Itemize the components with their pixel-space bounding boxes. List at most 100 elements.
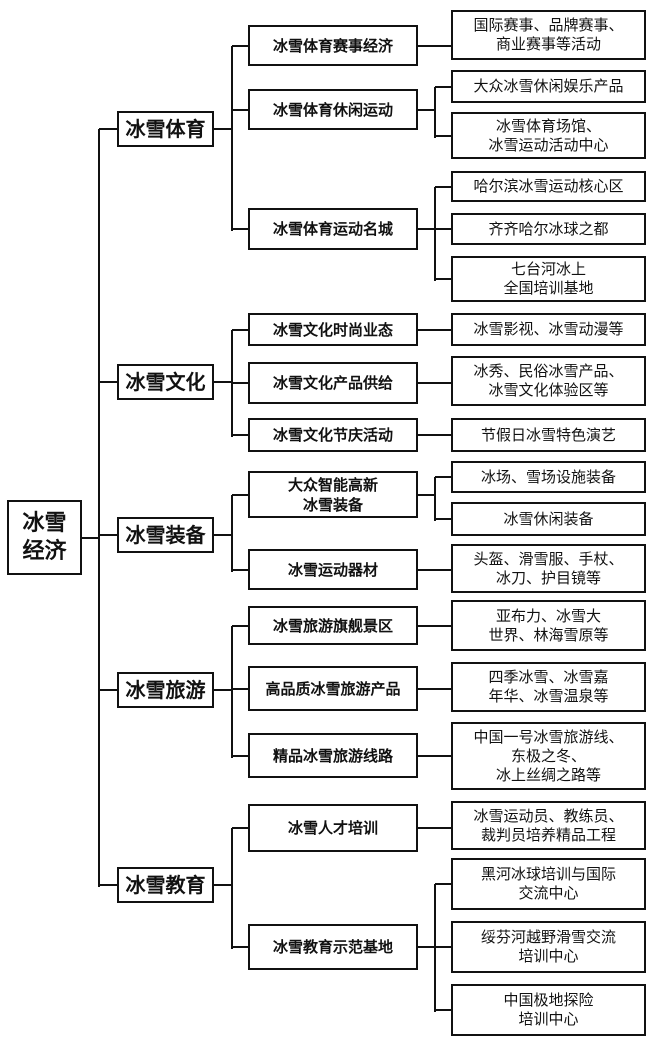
- leaf-node: 大众冰雪休闲娱乐产品: [451, 70, 646, 103]
- connector-line: [99, 884, 117, 886]
- branch-node: 冰雪旅游: [117, 672, 214, 708]
- connector-line: [435, 1009, 451, 1011]
- connector-line: [435, 278, 451, 280]
- leaf-node: 七台河冰上 全国培训基地: [451, 256, 646, 302]
- leaf-node-label: 亚布力、冰雪大 世界、林海雪原等: [488, 606, 609, 644]
- sub-node: 冰雪运动器材: [248, 549, 418, 590]
- connector-line: [435, 134, 451, 137]
- connector-line: [435, 85, 451, 88]
- leaf-node-label: 齐齐哈尔冰球之都: [488, 219, 609, 238]
- connector-line: [418, 382, 451, 384]
- branch-node: 冰雪装备: [117, 517, 214, 553]
- connector-line: [232, 568, 248, 571]
- connector-line: [232, 624, 248, 627]
- branch-node-label: 冰雪装备: [125, 523, 206, 547]
- connector-line: [214, 689, 232, 691]
- connector-line: [418, 228, 435, 230]
- connector-line: [434, 86, 436, 138]
- connector-line: [98, 129, 100, 887]
- sub-node: 冰雪文化节庆活动: [248, 418, 418, 452]
- branch-node: 冰雪体育: [117, 111, 214, 147]
- connector-line: [231, 828, 233, 949]
- connector-line: [418, 328, 451, 331]
- leaf-node: 冰雪运动员、教练员、 裁判员培养精品工程: [451, 801, 646, 850]
- connector-line: [418, 434, 451, 436]
- connector-line: [418, 493, 435, 496]
- connector-line: [435, 228, 451, 230]
- connector-line: [418, 568, 451, 571]
- sub-node-label: 冰雪教育示范基地: [272, 938, 393, 956]
- sub-node-label: 冰雪运动器材: [287, 560, 378, 579]
- connector-line: [231, 329, 233, 437]
- leaf-node-label: 国际赛事、品牌赛事、 商业赛事等活动: [473, 16, 624, 53]
- leaf-node: 冰雪体育场馆、 冰雪运动活动中心: [451, 112, 646, 159]
- branch-node-label: 冰雪旅游: [125, 678, 206, 702]
- connector-line: [418, 624, 451, 627]
- leaf-node: 节假日冰雪特色演艺: [451, 418, 646, 452]
- leaf-node: 冰雪休闲装备: [451, 502, 646, 536]
- sub-node-label: 冰雪体育休闲运动: [272, 100, 393, 119]
- connector-line: [232, 493, 248, 496]
- connector-line: [99, 534, 117, 536]
- connector-line: [99, 689, 117, 691]
- leaf-node: 冰秀、民俗冰雪产品、 冰雪文化体验区等: [451, 356, 646, 406]
- sub-node: 高品质冰雪旅游产品: [248, 666, 418, 711]
- leaf-node: 中国一号冰雪旅游线、 东极之冬、 冰上丝绸之路等: [451, 722, 646, 790]
- sub-node-label: 冰雪旅游旗舰景区: [272, 616, 393, 635]
- connector-line: [435, 185, 451, 188]
- leaf-node-label: 中国极地探险 培训中心: [503, 991, 594, 1028]
- leaf-node-label: 冰雪运动员、教练员、 裁判员培养精品工程: [473, 806, 624, 844]
- connector-line: [434, 477, 436, 521]
- branch-node-label: 冰雪体育: [125, 117, 206, 141]
- connector-line: [82, 536, 99, 539]
- connector-line: [434, 186, 436, 281]
- leaf-node-label: 七台河冰上 全国培训基地: [503, 260, 594, 297]
- leaf-node-label: 黑河冰球培训与国际 交流中心: [480, 865, 616, 902]
- connector-line: [214, 381, 232, 383]
- connector-line: [99, 381, 117, 383]
- connector-line: [214, 534, 232, 536]
- connector-line: [232, 44, 248, 47]
- leaf-node-label: 节假日冰雪特色演艺: [480, 425, 616, 444]
- sub-node: 冰雪人才培训: [248, 804, 418, 852]
- leaf-node-label: 冰秀、民俗冰雪产品、 冰雪文化体验区等: [473, 362, 624, 399]
- sub-node: 冰雪体育休闲运动: [248, 89, 418, 130]
- sub-node: 冰雪旅游旗舰景区: [248, 606, 418, 645]
- connector-line: [435, 518, 451, 520]
- connector-line: [435, 883, 451, 885]
- leaf-node: 国际赛事、品牌赛事、 商业赛事等活动: [451, 10, 646, 60]
- leaf-node: 亚布力、冰雪大 世界、林海雪原等: [451, 600, 646, 651]
- leaf-node-label: 中国一号冰雪旅游线、 东极之冬、 冰上丝绸之路等: [473, 727, 624, 784]
- sub-node: 冰雪文化产品供给: [248, 362, 418, 404]
- connector-line: [435, 946, 451, 948]
- leaf-node-label: 头盔、滑雪服、手杖、 冰刀、护目镜等: [473, 549, 624, 587]
- sub-node-label: 大众智能高新 冰雪装备: [287, 475, 378, 514]
- leaf-node-label: 哈尔滨冰雪运动核心区: [473, 177, 624, 195]
- connector-line: [232, 434, 248, 436]
- connector-line: [214, 884, 232, 886]
- connector-line: [232, 228, 248, 230]
- connector-line: [434, 884, 436, 1012]
- sub-node-label: 冰雪文化时尚业态: [272, 320, 393, 339]
- branch-node: 冰雪文化: [117, 364, 214, 400]
- leaf-node: 哈尔滨冰雪运动核心区: [451, 171, 646, 202]
- leaf-node-label: 冰雪体育场馆、 冰雪运动活动中心: [488, 116, 609, 154]
- sub-node: 大众智能高新 冰雪装备: [248, 471, 418, 518]
- connector-line: [418, 44, 451, 47]
- root-node: 冰雪 经济: [7, 500, 82, 575]
- connector-line: [232, 687, 248, 690]
- sub-node: 冰雪体育赛事经济: [248, 25, 418, 66]
- leaf-node: 冰雪影视、冰雪动漫等: [451, 313, 646, 346]
- leaf-node-label: 冰雪影视、冰雪动漫等: [473, 320, 624, 338]
- sub-node-label: 冰雪文化产品供给: [272, 374, 393, 392]
- connector-line: [232, 754, 248, 757]
- branch-node: 冰雪教育: [117, 867, 214, 903]
- leaf-node: 黑河冰球培训与国际 交流中心: [451, 858, 646, 910]
- root-node-label: 冰雪 经济: [22, 510, 67, 564]
- connector-line: [435, 476, 451, 478]
- leaf-node-label: 绥芬河越野滑雪交流 培训中心: [480, 928, 616, 965]
- leaf-node: 中国极地探险 培训中心: [451, 984, 646, 1036]
- connector-line: [231, 494, 233, 572]
- branch-node-label: 冰雪教育: [125, 873, 206, 897]
- sub-node: 冰雪体育运动名城: [248, 208, 418, 250]
